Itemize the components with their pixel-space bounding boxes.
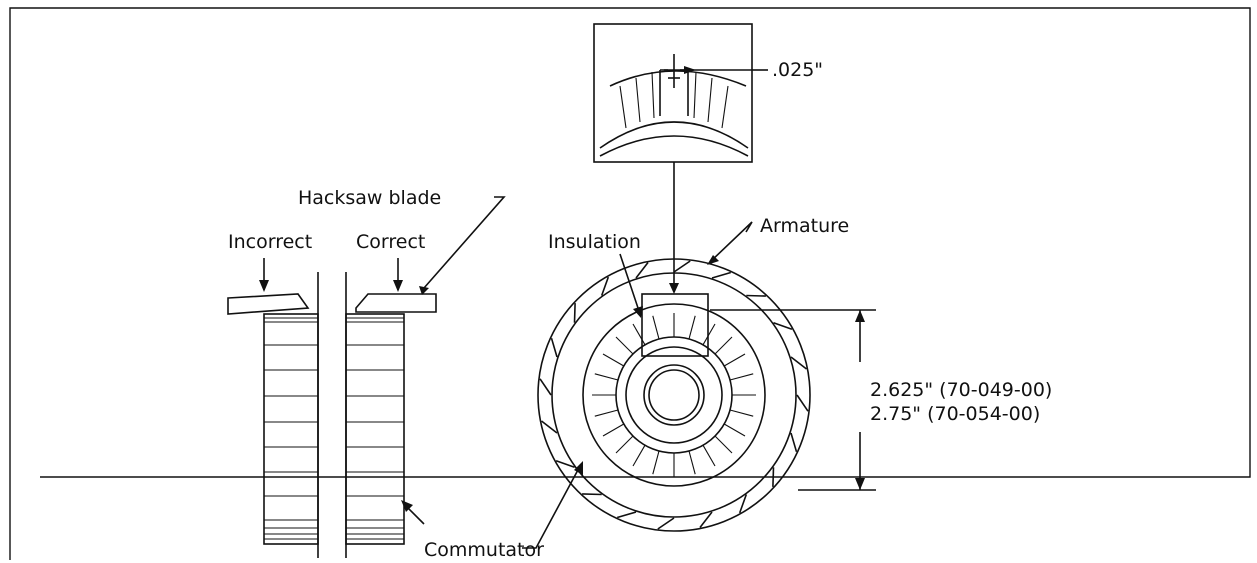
commutator-segment-line [652,315,660,340]
diameter-label-2: 2.75" (70-054-00) [870,403,1040,425]
commutator-inner-ring [615,336,733,454]
correct-label: Correct [356,231,425,253]
shaft-outer [643,364,705,426]
armature-winding-slash [738,494,748,514]
incorrect-arrow [259,258,269,292]
commutator-leader [401,461,583,549]
armature-winding-slash [711,271,732,279]
commutator-segment-line [652,450,660,475]
commutator-segment-line [602,353,625,367]
hacksaw-blade-label: Hacksaw blade [298,187,441,209]
commutator-segment-line [714,336,733,355]
drawing-frame [9,7,1251,560]
commutator-segment-line [688,450,696,475]
armature-leader [709,221,753,263]
commutator-segment-line [602,423,625,437]
correct-blade [355,293,437,313]
commutator-segment-line [702,444,716,467]
undercut-depth-label: .025" [772,59,823,81]
commutator-segment-line [615,336,634,355]
commutator-outer-ring [582,303,766,487]
correct-arrow [393,258,403,292]
armature-winding-slash [635,262,649,279]
commutator-segment-line [723,353,746,367]
armature-winding-slash [541,420,558,434]
armature-winding-slash [573,303,576,323]
commutator-label: Commutator [424,539,544,561]
armature-winding-slash [746,294,766,297]
detail-box [593,23,768,163]
commutator-segment-line [729,409,754,417]
armature-end-view [537,23,876,532]
armature-winding-slash [600,276,610,296]
commutator-segment-line [729,373,754,381]
commutator-segment-line [688,315,696,340]
commutator-segment-line [594,409,619,417]
armature-winding-slash [790,432,798,453]
armature-winding-slash [796,394,809,412]
commutator-segment-line [632,444,646,467]
armature-winding-slash [616,511,637,519]
incorrect-blade [227,293,310,315]
armature-winding-slash [772,467,775,487]
armature-winding-slash [673,260,691,273]
armature-label: Armature [760,215,849,237]
armature-winding-slash [773,321,793,331]
commutator-stack-right [345,313,405,545]
diameter-dimension [710,309,876,491]
insulation-leader [619,253,641,315]
commutator-segment-line [632,323,646,346]
commutator-stack-left [263,313,319,545]
armature-winding-slash [539,378,552,396]
insulation-label: Insulation [548,231,641,253]
incorrect-label: Incorrect [228,231,312,253]
armature-winding-slash [550,337,558,358]
commutator-segment-line [594,373,619,381]
armature-winding-slash [790,356,807,370]
armature-winding-slash [699,511,713,528]
commutator-side-views [227,196,583,558]
commutator-segments [592,313,756,477]
armature-windings [539,260,809,530]
armature-winding-slash [657,517,675,530]
commutator-segment-line [615,435,634,454]
commutator-segment-line [723,423,746,437]
armature-outer-ring [537,258,811,532]
armature-winding-slash [555,459,575,469]
commutator-bore-ring [625,346,723,444]
armature-winding-slash [582,493,602,496]
insulation-box [641,293,709,357]
commutator-segment-line [702,323,716,346]
hacksaw-blade-leader [419,196,506,295]
diameter-label-1: 2.625" (70-049-00) [870,379,1052,401]
armature-inner-ring [551,272,797,518]
shaft-inner [648,369,700,421]
commutator-segment-line [714,435,733,454]
